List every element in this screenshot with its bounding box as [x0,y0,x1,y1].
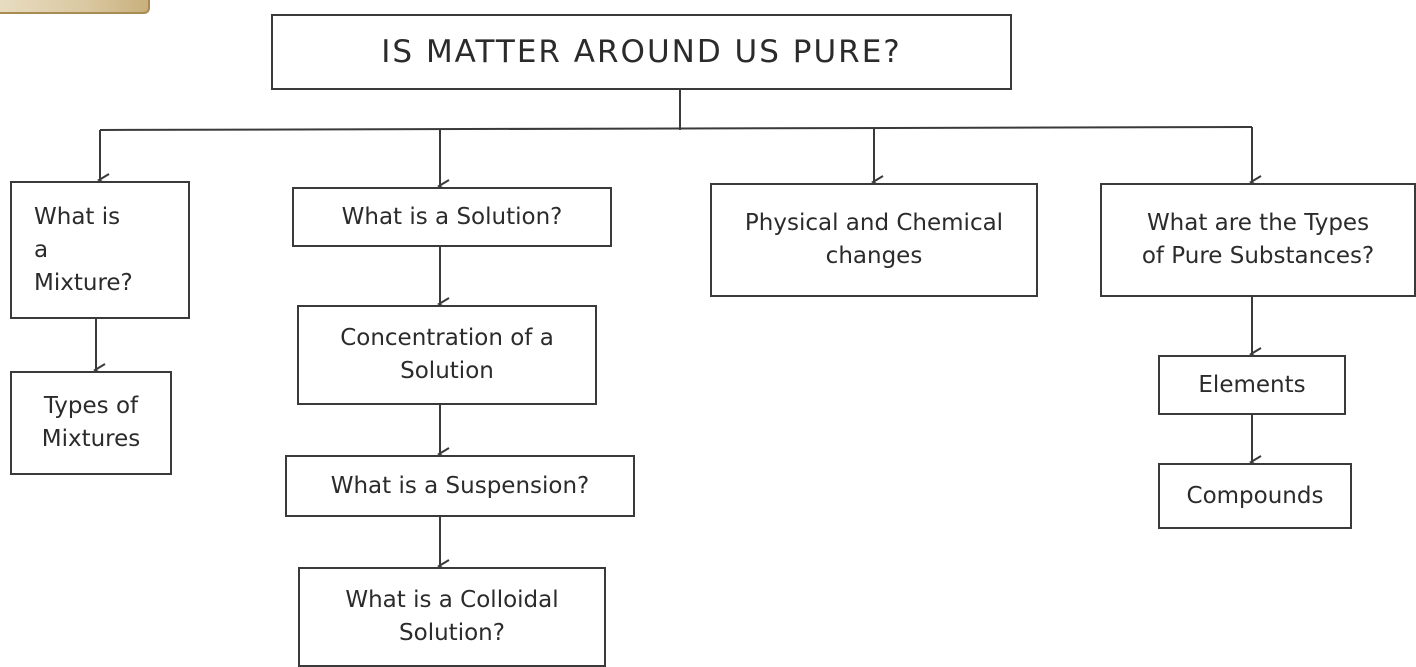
node-what-is-suspension-label: What is a Suspension? [330,472,590,499]
node-physical-chemical-changes-label: Physical and Chemical changes [744,210,1004,269]
node-what-is-mixture-label: What is a Mixture? [34,203,133,296]
node-elements: Elements [1158,355,1346,415]
node-types-of-mixtures-label: Types of Mixtures [41,393,141,452]
node-what-is-solution-label: What is a Solution? [341,203,563,230]
node-what-is-mixture: What is a Mixture? [10,181,190,319]
node-types-of-pure-substances-label: What are the Types of Pure Substances? [1141,210,1375,269]
node-compounds-label: Compounds [1186,482,1324,509]
node-what-is-colloidal-solution-label: What is a Colloidal Solution? [345,587,559,646]
node-what-is-suspension: What is a Suspension? [285,455,635,517]
node-physical-chemical-changes: Physical and Chemical changes [710,183,1038,297]
node-concentration-of-solution: Concentration of a Solution [297,305,597,405]
node-types-of-mixtures: Types of Mixtures [10,371,172,475]
node-elements-label: Elements [1198,371,1306,398]
node-what-is-solution: What is a Solution? [292,187,612,247]
node-compounds: Compounds [1158,463,1352,529]
diagram-title: IS MATTER AROUND US PURE? [381,34,902,70]
node-what-is-colloidal-solution: What is a Colloidal Solution? [298,567,606,667]
node-concentration-of-solution-label: Concentration of a Solution [340,325,554,384]
corner-logo [0,0,150,14]
bus-line [99,126,1253,131]
node-types-of-pure-substances: What are the Types of Pure Substances? [1100,183,1416,297]
diagram-title-box: IS MATTER AROUND US PURE? [271,14,1012,90]
